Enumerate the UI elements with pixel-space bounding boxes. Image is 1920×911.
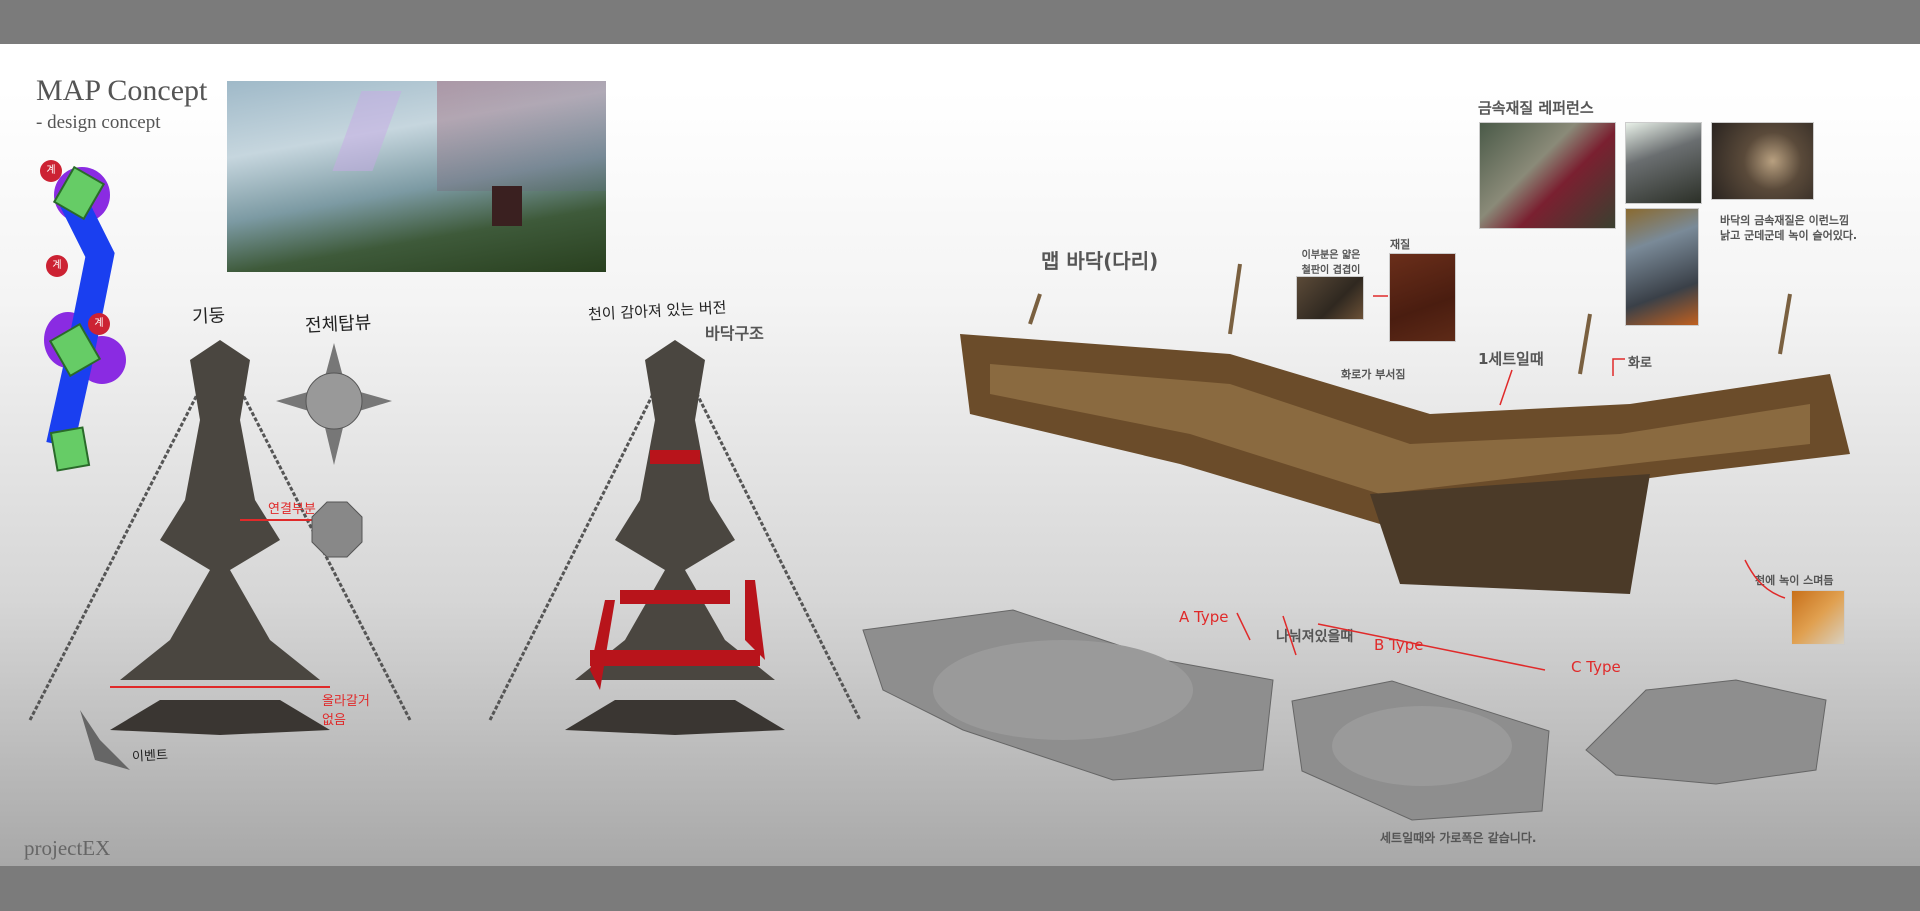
page-title: MAP Concept: [36, 74, 208, 107]
split-label: 나눠져있을때: [1276, 629, 1354, 645]
brand-footer: projectEX: [24, 836, 111, 860]
connection-top-view: [311, 501, 363, 558]
type-a-sketch: [862, 609, 1274, 781]
brazier-broken-label: 화로가 부서짐: [1341, 368, 1406, 381]
thin-plate-note: 이부분은 얇은 철판이 겹겹이: [1301, 250, 1361, 276]
rust-material-image: [1389, 253, 1456, 342]
thin-plate-image: [1296, 276, 1364, 320]
type-c-sketch: [1585, 679, 1827, 785]
metal-reference-image: [1625, 122, 1702, 204]
floor-structure-label: 바닥구조: [705, 324, 764, 343]
map-marker: 계: [88, 313, 110, 335]
bottom-bar: [0, 866, 1920, 911]
type-b-label: B Type: [1374, 636, 1424, 654]
metal-reference-image: [1711, 122, 1814, 200]
map-layout-diagram: [44, 165, 126, 472]
metal-reference-image: [1625, 208, 1699, 326]
bridge-floor-illustration: [960, 263, 1850, 594]
map-marker: 계: [40, 160, 62, 182]
brazier-label: 화로: [1628, 356, 1652, 371]
width-note: 세트일때와 가로폭은 같습니다.: [1380, 831, 1537, 845]
cloth-pillar-illustration: [488, 340, 862, 735]
type-b-sketch: [1291, 680, 1550, 821]
one-set-label: 1세트일때: [1478, 350, 1544, 368]
top-view-illustration: [276, 343, 392, 465]
metal-reference-image: [1479, 122, 1616, 229]
top-bar: [0, 0, 1920, 44]
buried-label: 올라갈거 없음: [322, 694, 370, 728]
map-marker: 계: [46, 255, 68, 277]
metal-caption-line2: 낡고 군데군데 녹이 슬어있다.: [1720, 229, 1858, 242]
material-label: 재질: [1390, 238, 1411, 251]
pillar-illustration: [28, 340, 412, 770]
cloth-rust-image: [1791, 590, 1845, 645]
page-subtitle: - design concept: [36, 112, 161, 133]
map-floor-title: 맵 바닥(다리): [1041, 249, 1159, 273]
cloth-rust-label: 천에 녹이 스며듬: [1755, 574, 1834, 587]
concept-painting: [227, 81, 606, 272]
type-a-label: A Type: [1179, 608, 1229, 626]
type-c-label: C Type: [1571, 658, 1621, 676]
metal-reference-title: 금속재질 레퍼런스: [1478, 99, 1594, 117]
metal-caption-line1: 바닥의 금속재질은 이런느낌: [1720, 214, 1850, 227]
connection-label: 연결부분: [268, 502, 316, 517]
